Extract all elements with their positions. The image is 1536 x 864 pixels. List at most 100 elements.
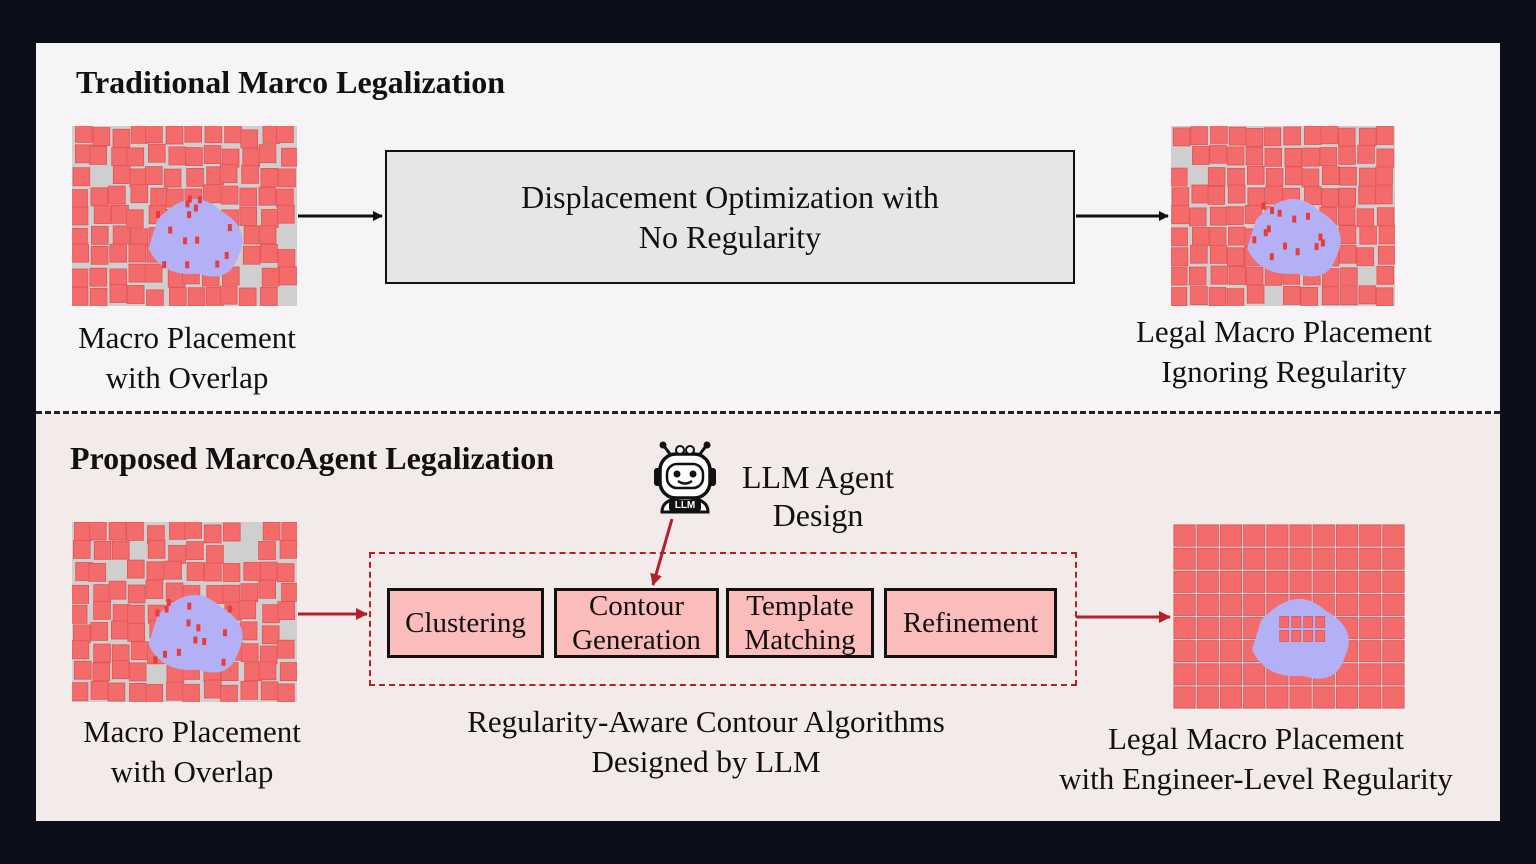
macro-block — [1188, 266, 1207, 286]
macro-block — [1338, 244, 1357, 264]
macro-block — [1226, 288, 1245, 306]
macro-block — [240, 129, 259, 149]
optimization-label-line2: No Regularity — [638, 219, 822, 255]
legal-regular-thumbnail — [1173, 524, 1405, 709]
macro-block — [240, 680, 259, 700]
stage-template-matching: Template Matching — [726, 588, 874, 658]
top-output-caption: Legal Macro Placement Ignoring Regularit… — [1104, 312, 1464, 392]
macro-block — [258, 225, 277, 245]
small-macro — [1279, 616, 1290, 628]
macro-block — [258, 579, 277, 599]
small-macro — [164, 605, 169, 613]
macro-block — [1173, 547, 1196, 570]
macro-block — [1359, 617, 1382, 640]
macro-block — [1263, 127, 1282, 147]
macro-block — [276, 639, 295, 659]
macro-block — [1220, 570, 1243, 593]
macro-block — [74, 660, 92, 680]
macro-block — [1190, 244, 1208, 264]
macro-block — [1335, 663, 1358, 686]
macro-block — [1173, 663, 1196, 686]
macro-block — [1283, 126, 1301, 146]
macro-block — [1171, 205, 1189, 225]
macro-block — [107, 682, 126, 702]
macro-block — [72, 682, 89, 702]
macro-block — [1196, 617, 1219, 640]
macro-block — [260, 168, 279, 187]
macro-block — [243, 225, 262, 245]
stage-contour-generation: Contour Generation — [554, 588, 719, 658]
macro-block — [72, 268, 89, 288]
macro-block — [1243, 570, 1266, 593]
macro-block — [1382, 570, 1405, 593]
macro-block — [259, 561, 278, 581]
macro-block — [1209, 144, 1227, 164]
macro-block — [241, 165, 259, 184]
small-macro — [224, 252, 229, 259]
macro-block — [1191, 227, 1210, 246]
macro-block — [108, 580, 127, 600]
macro-block — [126, 522, 144, 541]
macro-block — [72, 167, 91, 187]
macro-block — [1173, 686, 1196, 709]
macro-block — [1289, 547, 1312, 570]
macro-block — [1243, 686, 1266, 709]
macro-block — [258, 541, 276, 560]
macro-block — [129, 168, 148, 188]
bottom-input-caption-line1: Macro Placement — [83, 714, 301, 749]
macro-block — [1335, 570, 1358, 593]
macro-block — [262, 604, 280, 624]
small-macro — [1292, 215, 1297, 223]
macro-block — [1359, 547, 1382, 570]
macro-block — [1226, 146, 1245, 166]
small-macro — [1320, 239, 1325, 247]
macro-block — [279, 539, 297, 559]
macro-block — [1382, 663, 1405, 686]
macro-block — [1192, 146, 1210, 165]
macro-block — [276, 188, 294, 208]
macro-block — [89, 145, 107, 165]
macro-block — [238, 600, 257, 620]
macro-block — [1382, 594, 1405, 616]
small-macro — [155, 609, 160, 617]
small-macro — [185, 261, 190, 269]
macro-block — [1359, 167, 1377, 187]
bottom-input-caption-line2: with Overlap — [110, 754, 274, 789]
macro-block — [108, 522, 127, 541]
macro-block — [260, 244, 278, 263]
macro-block — [93, 205, 112, 224]
macro-block — [277, 601, 296, 620]
macro-block — [1220, 594, 1243, 616]
macro-block — [1196, 663, 1219, 686]
macro-block — [1196, 524, 1219, 547]
macro-block — [1207, 167, 1226, 186]
macro-block — [1289, 570, 1312, 593]
macro-block — [1335, 547, 1358, 570]
stage-clustering: Clustering — [387, 588, 544, 658]
overlap-placement-thumbnail — [72, 126, 297, 306]
macro-block — [93, 601, 111, 620]
macro-block — [1228, 265, 1247, 285]
macro-block — [276, 204, 295, 224]
macro-block — [186, 168, 204, 187]
small-macro — [186, 619, 191, 627]
stage-contour-label-line1: Contour — [588, 590, 685, 622]
macro-block — [1359, 524, 1382, 547]
macro-block — [1359, 640, 1382, 663]
llm-agent-label-line2: Design — [772, 497, 864, 533]
top-input-caption-line1: Macro Placement — [78, 320, 296, 355]
small-macro — [1266, 225, 1271, 233]
macro-block — [276, 126, 294, 143]
small-macro — [187, 602, 192, 610]
macro-block — [130, 184, 149, 204]
small-macro — [1295, 248, 1300, 256]
contour-algorithm-group — [369, 552, 1077, 686]
macro-block — [240, 583, 259, 603]
macro-block — [1173, 594, 1196, 616]
macro-block — [89, 267, 108, 287]
macro-block — [276, 563, 295, 583]
macro-block — [1359, 225, 1377, 245]
macro-block — [1375, 287, 1394, 306]
macro-block — [90, 680, 109, 700]
macro-block — [1319, 147, 1338, 167]
